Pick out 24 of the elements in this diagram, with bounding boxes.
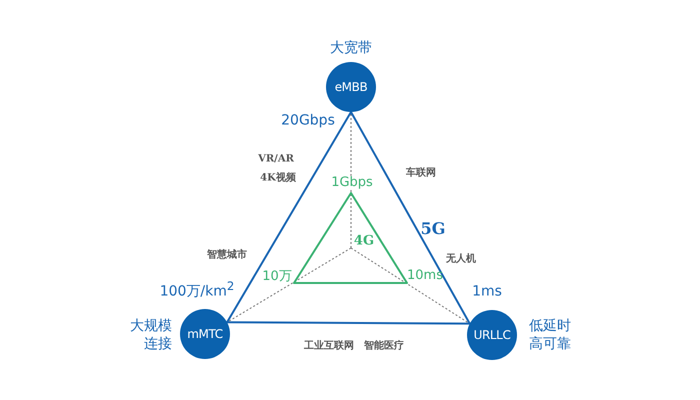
metric-label: 10万: [262, 270, 292, 284]
node-caption: 大宽带: [330, 39, 372, 57]
node-caption: 低延时高可靠: [529, 317, 572, 353]
connector-line: [226, 111, 352, 324]
application-label: 4K视频: [260, 172, 296, 184]
metric-label: 20Gbps: [281, 113, 335, 129]
generation-label: 5G: [420, 220, 446, 238]
connector-line: [350, 111, 471, 325]
application-label: VR/AR: [258, 154, 294, 164]
metric-label: 10ms: [407, 268, 443, 284]
application-label: 无人机: [446, 254, 476, 264]
node-circle: eMBB: [326, 62, 376, 112]
metric-label: 1Gbps: [330, 176, 374, 190]
application-label: 工业互联网: [304, 340, 354, 352]
node-circle: URLLC: [467, 310, 517, 360]
application-label: 车联网: [406, 168, 436, 178]
shape-label: 4G: [354, 234, 374, 248]
node-circle: mMTC: [180, 309, 230, 359]
connector-line: [226, 321, 471, 325]
node-caption: 大规模连接: [129, 317, 172, 353]
application-label: 智慧城市: [207, 250, 247, 260]
application-label: 智能医疗: [364, 340, 404, 352]
metric-label: 100万/km$^{2}$: [160, 280, 234, 300]
metric-label: 1ms: [472, 284, 502, 300]
